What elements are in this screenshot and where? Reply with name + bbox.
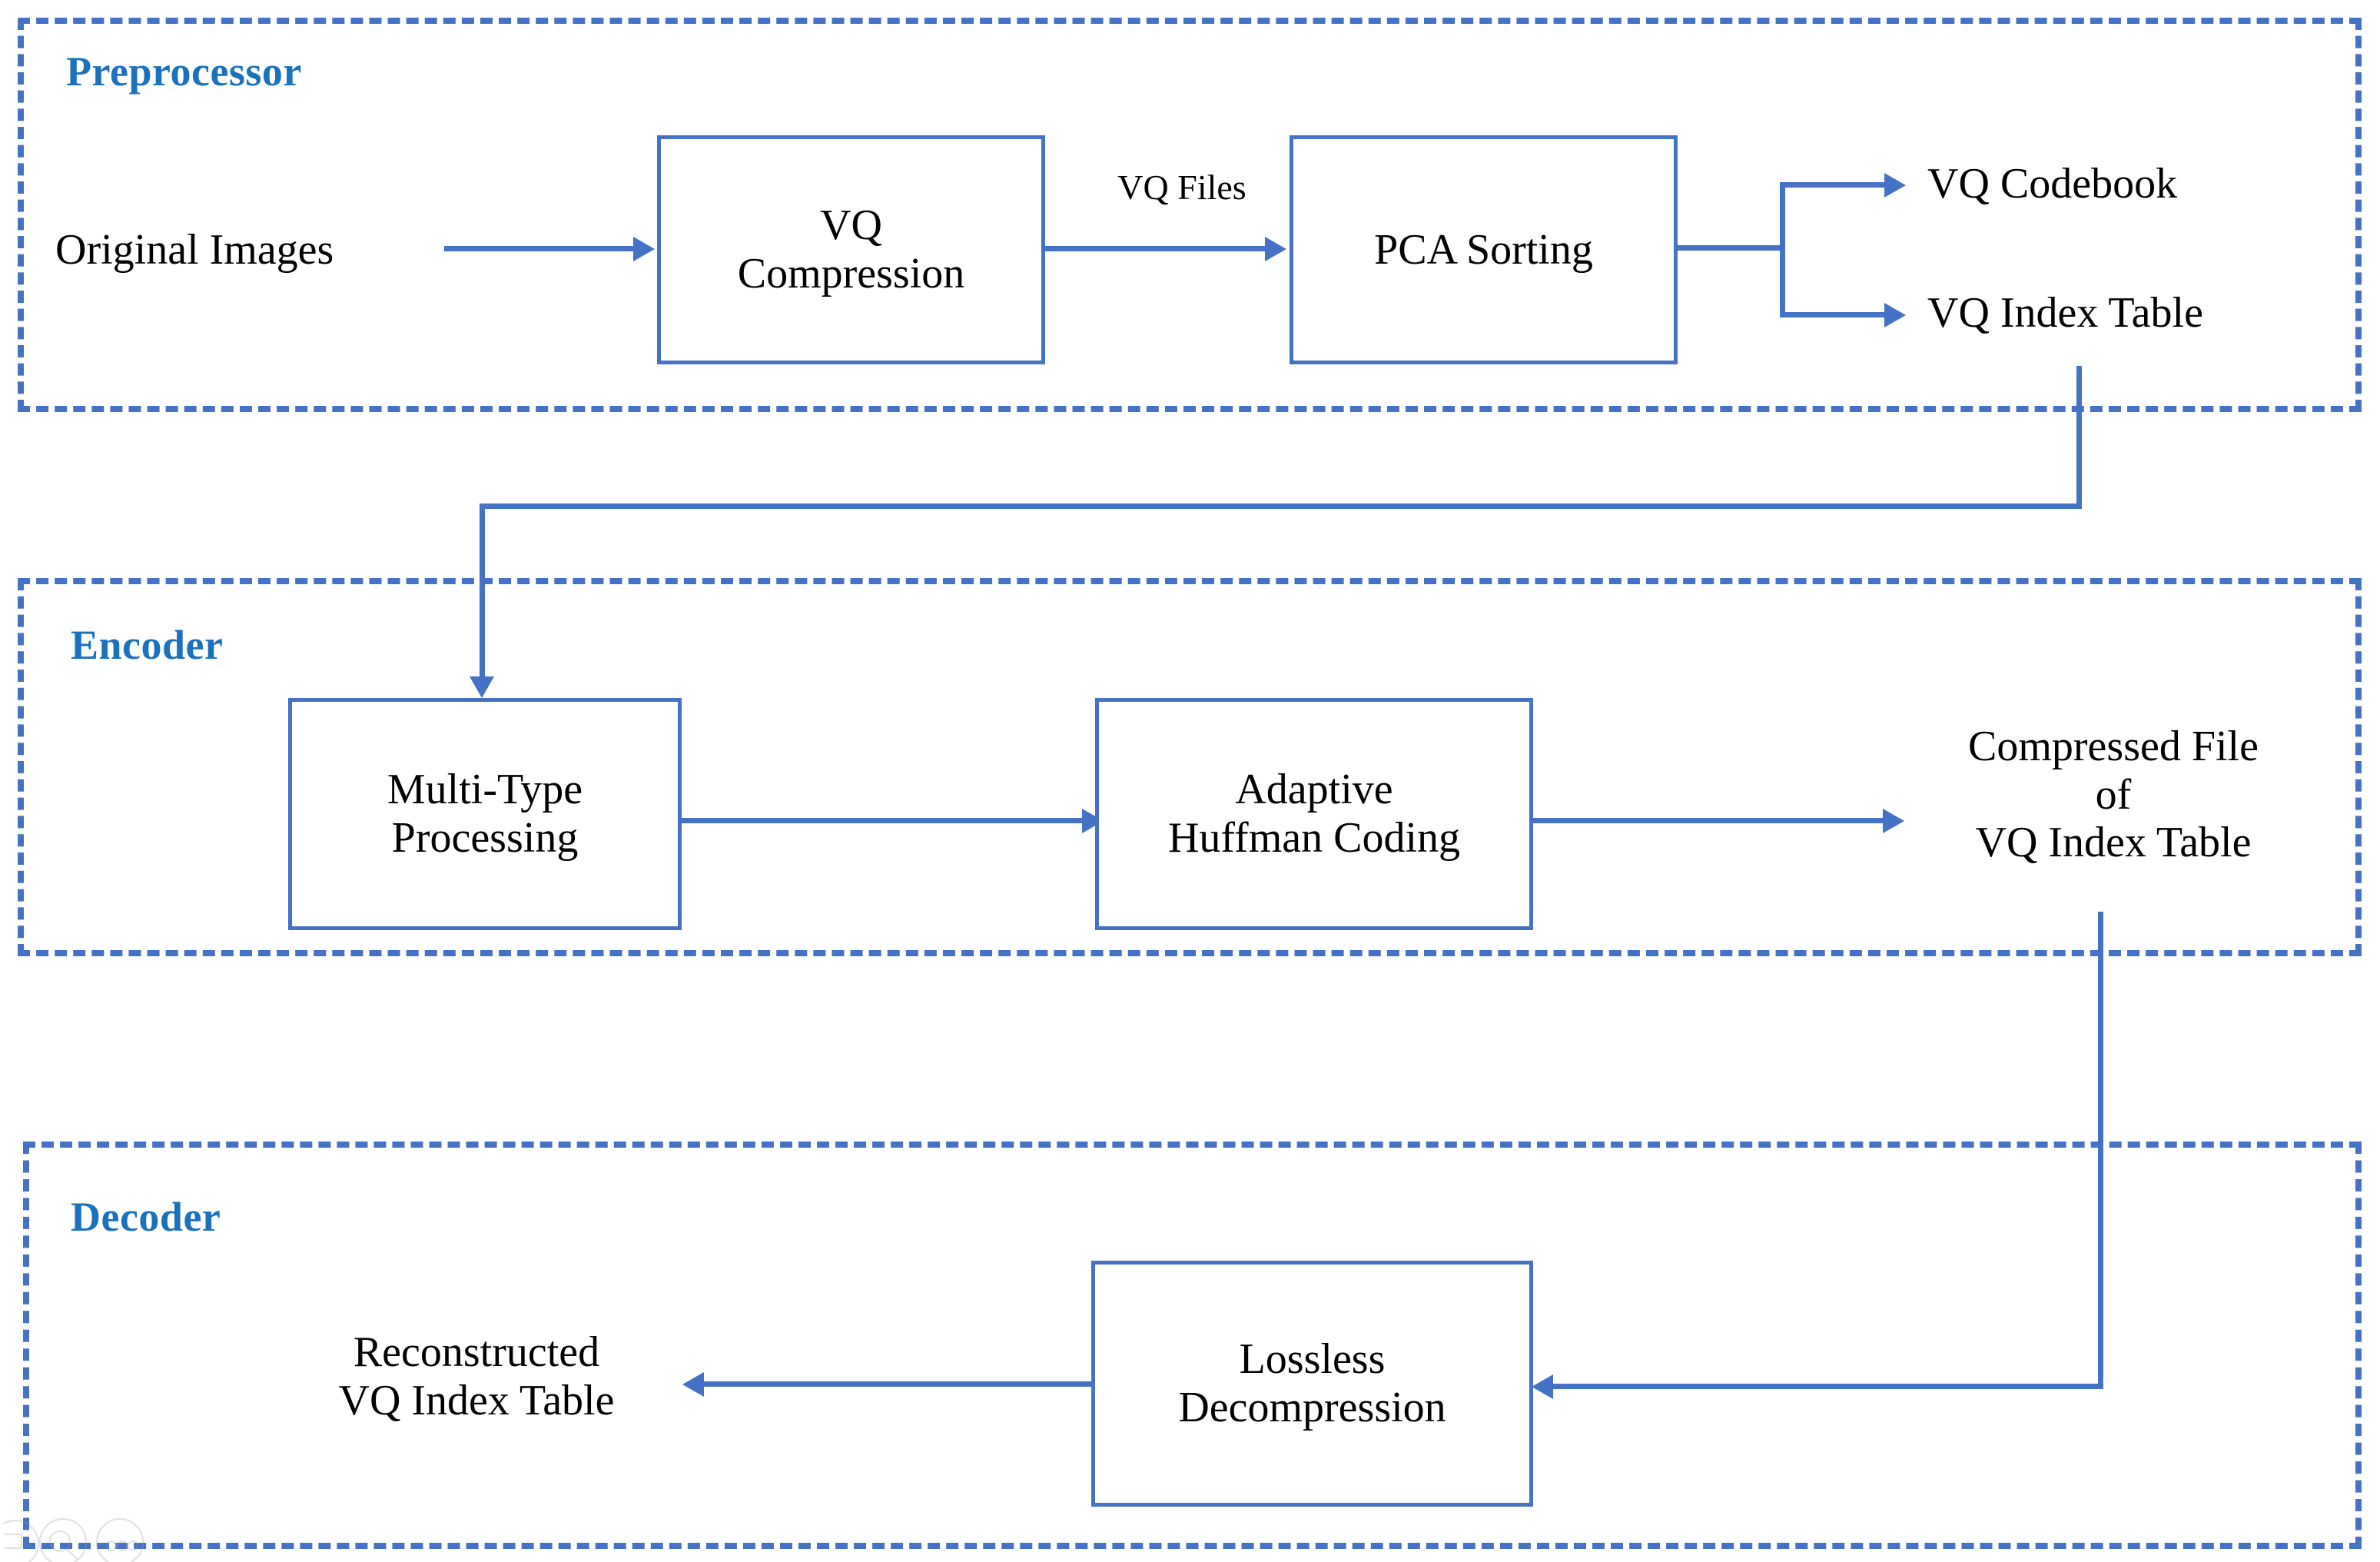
edge-pca-split-stub (1678, 245, 1785, 251)
box-multi-type-processing[interactable]: Multi-Type Processing (288, 698, 682, 930)
label-reconstructed-vq-index-table: Reconstructed VQ Index Table (338, 1328, 615, 1424)
edge-original-to-vq (444, 246, 636, 251)
box-adaptive-huffman-coding[interactable]: Adaptive Huffman Coding (1095, 698, 1533, 930)
edge-compressed-to-decompression-arrowhead (1532, 1374, 1553, 1399)
edge-pca-to-index-table (1780, 312, 1887, 317)
label-compressed-file: Compressed File of VQ Index Table (1968, 723, 2259, 867)
box-lossless-decompression[interactable]: Lossless Decompression (1091, 1261, 1533, 1507)
label-vq-codebook: VQ Codebook (1927, 160, 2178, 208)
edge-index-table-to-multitype (480, 503, 485, 679)
edge-huffman-to-compressed-arrowhead (1883, 809, 1904, 833)
edge-label-vq-files: VQ Files (1117, 168, 1246, 207)
box-vq-compression[interactable]: VQ Compression (657, 135, 1045, 364)
edge-vq-to-pca (1045, 246, 1268, 251)
edge-pca-to-codebook-arrowhead (1884, 173, 1906, 198)
edge-index-table-to-multitype-arrowhead (470, 676, 494, 698)
section-encoder (18, 578, 2362, 956)
edge-compressed-left-to-decompression (1539, 1384, 2103, 1389)
edge-multitype-to-huffman (682, 818, 1085, 823)
section-decoder (23, 1142, 2362, 1549)
section-title-encoder: Encoder (71, 622, 224, 668)
label-original-images: Original Images (55, 226, 334, 274)
section-preprocessor (18, 18, 2362, 412)
section-title-decoder: Decoder (71, 1194, 221, 1240)
edge-decompression-to-reconstructed (690, 1381, 1093, 1387)
edge-pca-to-index-table-arrowhead (1884, 303, 1906, 327)
box-pca-sorting[interactable]: PCA Sorting (1290, 135, 1678, 364)
section-title-preprocessor: Preprocessor (66, 48, 302, 95)
edge-index-table-down (2076, 366, 2082, 509)
label-vq-index-table: VQ Index Table (1927, 289, 2203, 337)
edge-pca-to-codebook (1780, 182, 1887, 188)
edge-original-to-vq-arrowhead (633, 237, 655, 261)
edge-vq-to-pca-arrowhead (1265, 237, 1286, 261)
edge-index-table-left (480, 503, 2082, 509)
edge-decompression-to-reconstructed-arrowhead (682, 1372, 704, 1397)
edge-huffman-to-compressed (1533, 818, 1887, 823)
edge-pca-split-riser (1780, 182, 1785, 317)
edge-compressed-down (2098, 912, 2103, 1388)
